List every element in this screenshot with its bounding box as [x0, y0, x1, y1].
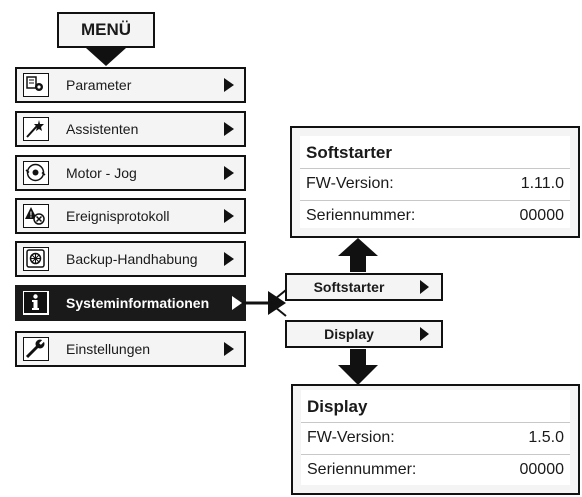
chevron-right-icon: [224, 122, 234, 136]
softstarter-info-panel: Softstarter FW-Version: 1.11.0 Seriennum…: [290, 126, 580, 238]
menu-item-label: Assistenten: [66, 121, 139, 137]
menu-item-label: Ereignisprotokoll: [66, 208, 170, 224]
divider: [300, 168, 570, 169]
serial-number-value: 00000: [519, 207, 565, 224]
menu-title: MENÜ: [57, 12, 155, 48]
chevron-right-icon: [224, 209, 234, 223]
up-arrow: [338, 238, 378, 272]
motor-jog-icon: [23, 161, 49, 185]
menu-item-parameter[interactable]: Parameter: [15, 67, 246, 103]
serial-number-label: Seriennummer:: [307, 461, 417, 478]
menu-down-arrow: [86, 48, 126, 66]
menu-item-systeminformationen[interactable]: Systeminformationen: [15, 285, 246, 321]
menu-item-label: Motor - Jog: [66, 165, 137, 181]
serial-number-row: Seriennummer: 00000: [301, 455, 570, 485]
menu-item-ereignisprotokoll[interactable]: ! Ereignisprotokoll: [15, 198, 246, 234]
wrench-icon: [23, 337, 49, 361]
divider: [301, 454, 570, 455]
fw-version-row: FW-Version: 1.11.0: [300, 169, 570, 199]
fw-version-label: FW-Version:: [306, 175, 394, 192]
display-button[interactable]: Display: [285, 320, 443, 348]
serial-number-row: Seriennummer: 00000: [300, 201, 570, 231]
panel-title: Display: [307, 397, 368, 416]
chevron-right-icon: [232, 296, 242, 310]
connector-arrow: [242, 289, 287, 317]
info-icon: [23, 291, 49, 315]
panel-title: Softstarter: [306, 143, 392, 162]
menu-item-label: Einstellungen: [66, 341, 151, 357]
menu-item-einstellungen[interactable]: Einstellungen: [15, 331, 246, 367]
divider: [301, 422, 570, 423]
menu-item-label: Systeminformationen: [66, 295, 210, 311]
backup-icon: [23, 247, 49, 271]
softstarter-button-label: Softstarter: [313, 279, 385, 295]
fw-version-value: 1.5.0: [528, 429, 564, 446]
menu-item-assistenten[interactable]: Assistenten: [15, 111, 246, 147]
down-arrow: [338, 349, 378, 385]
menu-item-label: Parameter: [66, 77, 132, 93]
menu-item-backup-handhabung[interactable]: Backup-Handhabung: [15, 241, 246, 277]
chevron-right-icon: [224, 252, 234, 266]
menu-item-label: Backup-Handhabung: [66, 251, 198, 267]
divider: [300, 200, 570, 201]
event-log-icon: !: [23, 204, 49, 228]
chevron-right-icon: [224, 342, 234, 356]
chevron-right-icon: [420, 327, 429, 341]
svg-text:!: !: [30, 211, 33, 220]
menu-item-motor-jog[interactable]: Motor - Jog: [15, 155, 246, 191]
chevron-right-icon: [420, 280, 429, 294]
serial-number-label: Seriennummer:: [306, 207, 416, 224]
wizard-icon: [23, 117, 49, 141]
fw-version-row: FW-Version: 1.5.0: [301, 423, 570, 453]
softstarter-button[interactable]: Softstarter: [285, 273, 443, 301]
chevron-right-icon: [224, 166, 234, 180]
fw-version-label: FW-Version:: [307, 429, 395, 446]
serial-number-value: 00000: [519, 461, 565, 478]
parameter-icon: [23, 73, 49, 97]
display-info-panel: Display FW-Version: 1.5.0 Seriennummer: …: [291, 384, 580, 495]
chevron-right-icon: [224, 78, 234, 92]
display-button-label: Display: [324, 326, 374, 342]
fw-version-value: 1.11.0: [520, 175, 564, 192]
